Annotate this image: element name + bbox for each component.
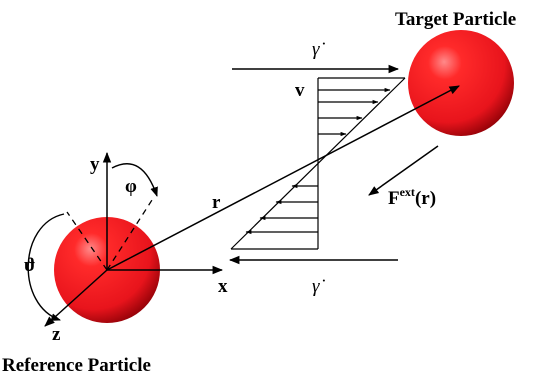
z-axis-label: z — [52, 324, 61, 345]
position-vector-label: r — [212, 192, 221, 213]
target-particle-label: Target Particle — [395, 9, 516, 30]
y-axis-label: y — [90, 154, 100, 175]
external-force-label: Fext(r) — [388, 185, 436, 209]
velocity-label: v — [295, 80, 305, 101]
theta-rotation-arc — [27, 213, 65, 321]
shear-rate-bottom-label: γ̇ — [312, 276, 325, 297]
force-symbol: F — [388, 188, 400, 209]
target-particle-sphere — [408, 30, 514, 136]
shear-rate-top-label: γ̇ — [312, 39, 325, 60]
theta-angle-label: ϑ — [24, 255, 35, 276]
phi-rotation-arc — [111, 163, 158, 197]
reference-particle-label: Reference Particle — [2, 355, 151, 376]
force-superscript: ext — [400, 185, 415, 199]
phi-reference-dashed-line — [106, 199, 153, 271]
profile-diagonal-line — [230, 77, 406, 250]
phi-angle-label: φ — [125, 176, 137, 197]
velocity-profile — [230, 77, 406, 250]
rotation-reference-lines — [66, 199, 153, 271]
force-argument: (r) — [415, 188, 436, 209]
x-axis-label: x — [218, 276, 228, 297]
external-force-arrow — [368, 145, 439, 196]
theta-reference-dashed-line — [66, 211, 108, 271]
position-vector-arrow — [106, 85, 460, 271]
